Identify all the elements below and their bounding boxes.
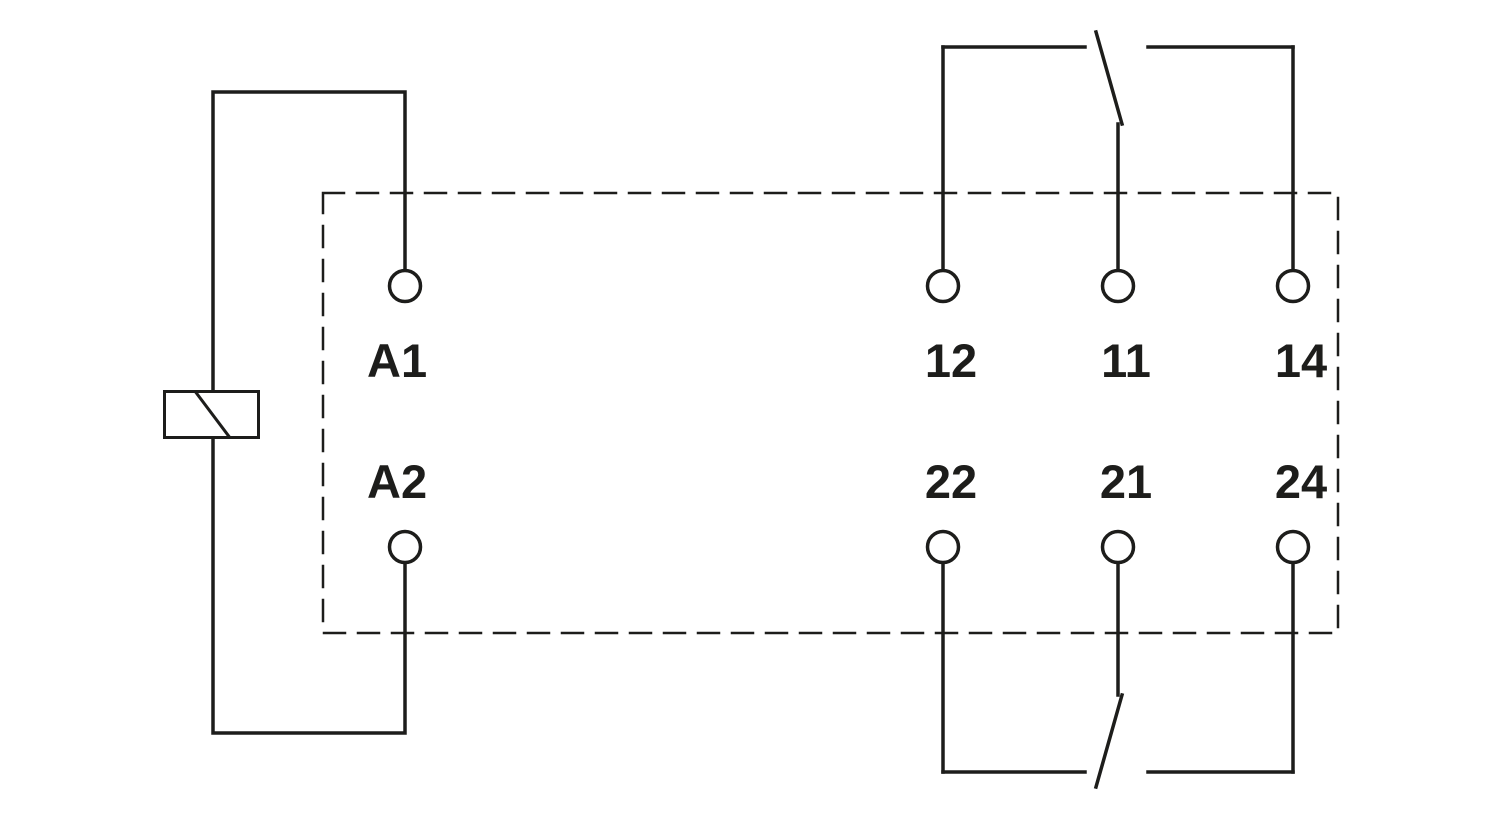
terminal-label-21: 21 xyxy=(1100,455,1152,508)
switch-blade-bottom xyxy=(1093,692,1125,790)
terminal-circle-11 xyxy=(1100,268,1136,304)
terminal-label-11: 11 xyxy=(1101,334,1151,387)
terminal-circle-21 xyxy=(1100,529,1136,565)
diagram-root: A1 A2 12 11 14 22 21 24 xyxy=(163,29,1340,790)
terminal-label-a1: A1 xyxy=(367,334,427,387)
terminal-label-12: 12 xyxy=(925,334,977,387)
relay-body-dashed-outline xyxy=(321,191,1340,635)
switch-blade-top xyxy=(1093,29,1125,127)
coil-symbol-diagonal xyxy=(193,390,232,439)
terminal-circle-12 xyxy=(925,268,961,304)
terminal-label-a2: A2 xyxy=(367,455,427,508)
terminal-circle-24 xyxy=(1275,529,1311,565)
terminal-label-24: 24 xyxy=(1275,455,1327,508)
terminal-label-14: 14 xyxy=(1275,334,1327,387)
terminal-circle-14 xyxy=(1275,268,1311,304)
terminal-circle-a2 xyxy=(387,529,423,565)
terminal-label-22: 22 xyxy=(925,455,977,508)
terminal-circle-a1 xyxy=(387,268,423,304)
terminal-circle-22 xyxy=(925,529,961,565)
